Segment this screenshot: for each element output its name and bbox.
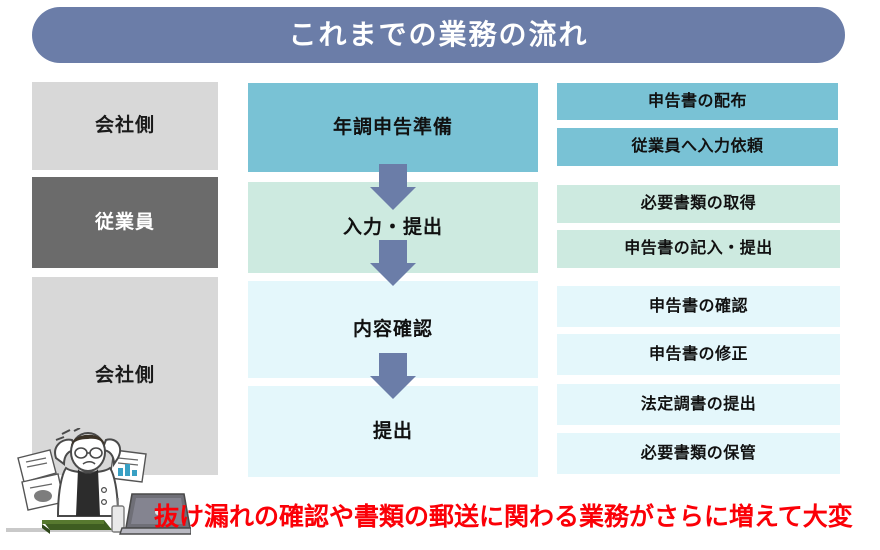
task-box-submit-legal-records: 法定調書の提出 <box>557 384 840 425</box>
task-box-request-employee-input: 従業員へ入力依頼 <box>557 128 838 166</box>
task-label: 必要書類の取得 <box>640 195 757 212</box>
arrow-head <box>370 187 416 210</box>
arrow-shaft <box>379 353 407 377</box>
step-label: 入力・提出 <box>342 216 443 238</box>
actor-label: 会社側 <box>94 365 155 387</box>
actor-cell-company-1: 会社側 <box>32 82 218 170</box>
task-box-correct-form: 申告書の修正 <box>557 334 840 375</box>
task-box-distribute-forms: 申告書の配布 <box>557 83 838 120</box>
actor-label: 会社側 <box>94 115 155 137</box>
flow-arrow-down-icon-3 <box>370 353 416 399</box>
task-box-obtain-documents: 必要書類の取得 <box>557 185 840 223</box>
stressed-businessman-illustration <box>6 427 192 546</box>
flow-arrow-down-icon-2 <box>370 240 416 286</box>
arrow-head <box>370 263 416 286</box>
task-label: 必要書類の保管 <box>640 444 757 462</box>
step-label: 提出 <box>372 420 413 442</box>
task-box-store-documents: 必要書類の保管 <box>557 433 840 474</box>
flow-arrow-down-icon-1 <box>370 164 416 210</box>
task-label: 法定調書の提出 <box>640 395 757 413</box>
page-title: これまでの業務の流れ <box>288 19 589 50</box>
actor-label: 従業員 <box>94 211 155 233</box>
task-box-check-form: 申告書の確認 <box>557 286 840 327</box>
task-label: 申告書の確認 <box>648 297 748 315</box>
task-label: 申告書の修正 <box>648 345 748 363</box>
step-label: 内容確認 <box>352 318 433 340</box>
task-label: 申告書の配布 <box>647 92 747 110</box>
arrow-shaft <box>379 240 407 264</box>
actor-cell-employee: 従業員 <box>32 177 218 268</box>
step-box-submit: 提出 <box>248 386 538 477</box>
arrow-shaft <box>379 164 407 188</box>
diagram-title-bar: これまでの業務の流れ <box>32 7 845 63</box>
task-box-fill-and-submit-form: 申告書の記入・提出 <box>557 230 840 268</box>
step-box-prepare: 年調申告準備 <box>248 83 538 172</box>
arrow-head <box>370 376 416 399</box>
step-label: 年調申告準備 <box>332 116 453 138</box>
task-label: 従業員へ入力依頼 <box>631 138 764 155</box>
task-label: 申告書の記入・提出 <box>624 240 773 257</box>
bottom-caption: 抜け漏れの確認や書類の郵送に関わる業務がさらに増えて大変 <box>154 503 853 531</box>
